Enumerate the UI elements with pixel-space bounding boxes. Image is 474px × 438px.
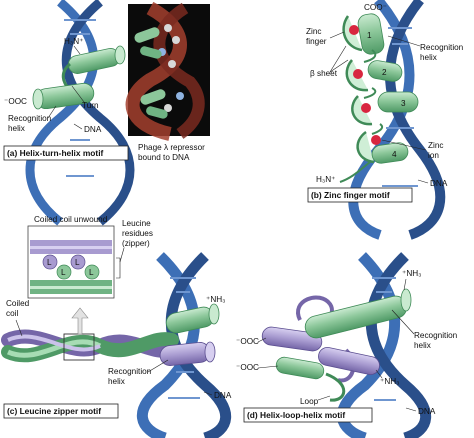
leucine-l-3: L: [61, 268, 66, 277]
zinc-ion-label-2: ion: [428, 151, 439, 160]
nh3-bottom-label-d: ⁺NH₃: [380, 377, 399, 386]
alpha-helix-upper-a: [67, 45, 126, 74]
photo-caption-line-2: bound to DNA: [138, 153, 190, 162]
caption-box-b: [307, 187, 413, 203]
leucine-l-4: L: [89, 268, 94, 277]
recognition-helix-label-c-2: helix: [108, 377, 125, 386]
c-terminus-label-d-1: ⁻OOC: [236, 337, 259, 346]
leucine-residues-label-2: residues: [122, 229, 153, 238]
dna-label-c: DNA: [214, 391, 232, 400]
caption-a: (a) Helix-turn-helix motif: [7, 148, 104, 158]
zinc-finger-label-1: Zinc: [306, 27, 321, 36]
zinc-finger-2: 2: [345, 59, 403, 92]
recognition-helix-a: [32, 82, 95, 110]
finger-number-2: 2: [382, 68, 387, 77]
dna-double-helix-a: [25, 0, 135, 226]
panel-a-helix-turn-helix: H₃N⁺ ⁻OOC Recognition helix Turn DNA Pha…: [3, 0, 210, 226]
caption-box-a: [3, 145, 129, 161]
coiled-coil-label-1: Coiled: [6, 299, 30, 308]
leucine-l-1: L: [47, 258, 52, 267]
helix-purple-2-d: [318, 347, 380, 375]
c-terminus-label-d-2: ⁻OOC: [236, 363, 259, 372]
leucine-residues-label-3: (zipper): [122, 239, 150, 248]
beta-sheet-label: β sheet: [310, 69, 338, 78]
caption-b: (b) Zinc finger motif: [311, 190, 390, 200]
n-terminus-label-b: H₃N⁺: [316, 175, 335, 184]
helix-green-2-d: [275, 356, 325, 380]
dna-label-a: DNA: [84, 125, 102, 134]
n-terminus-label-a: H₃N⁺: [64, 37, 83, 46]
dna-double-helix-d: [337, 252, 432, 438]
dna-label-d: DNA: [418, 407, 436, 416]
loop-label-d: Loop: [300, 397, 319, 406]
coiled-coil-unwound-label: Coiled coil unwound: [34, 215, 108, 224]
leucine-residues-label-1: Leucine: [122, 219, 151, 228]
panel-c-leucine-zipper: L L L L Coiled coil unwound Leucine resi…: [1, 215, 232, 438]
finger-number-1: 1: [367, 31, 372, 40]
nh3-top-label-d: ⁺NH₃: [402, 269, 421, 278]
panel-b-zinc-finger: 1 2 3 4 COO⁻ Zinc finger β sheet: [306, 0, 464, 240]
loop-green-d: [325, 372, 346, 402]
recognition-helix-label-b-2: helix: [420, 53, 437, 62]
zinc-finger-1: 1: [342, 13, 385, 55]
coiled-coil-c: [1, 329, 179, 363]
c-terminus-label-a: ⁻OOC: [4, 97, 27, 106]
recognition-helix-label-b-1: Recognition: [420, 43, 464, 52]
recognition-helix-label-a-2: helix: [8, 124, 25, 133]
phage-repressor-photo: [125, 1, 210, 141]
panel-d-helix-loop-helix: ⁺NH₃ ⁻OOC ⁻OOC Recognition helix ⁺NH₃ Lo…: [236, 252, 458, 438]
zinc-finger-label-2: finger: [306, 37, 327, 46]
caption-box-d: [243, 407, 373, 423]
caption-box-c: [3, 403, 119, 419]
leucine-residues: L L L L: [42, 254, 100, 280]
zinc-ion-label-1: Zinc: [428, 141, 443, 150]
recognition-helix-green-c: [165, 303, 220, 334]
zinc-finger-4: 4: [356, 130, 409, 164]
turn-label-a: Turn: [82, 101, 99, 110]
finger-number-4: 4: [392, 150, 397, 159]
recognition-helix-label-a-1: Recognition: [8, 114, 52, 123]
zinc-finger-chain-b: [339, 49, 384, 183]
photo-caption-line-1: Phage λ repressor: [138, 143, 205, 152]
caption-d: (d) Helix-loop-helix motif: [247, 410, 345, 420]
coiled-coil-label-2: coil: [6, 309, 18, 318]
dna-label-b: DNA: [430, 179, 448, 188]
recognition-helix-label-c-1: Recognition: [108, 367, 152, 376]
recognition-helix-green-d: [304, 288, 412, 339]
caption-c: (c) Leucine zipper motif: [7, 406, 101, 416]
recognition-helix-purple-c: [159, 341, 216, 366]
recognition-helix-label-d-2: helix: [414, 341, 431, 350]
coiled-coil-unwound-callout: L L L L: [27, 225, 121, 299]
recognition-helix-label-d-1: Recognition: [414, 331, 458, 340]
leucine-l-2: L: [75, 258, 80, 267]
c-terminus-label-b: COO⁻: [364, 3, 387, 12]
zinc-finger-3: 3: [351, 91, 419, 126]
zoom-arrow-c: [71, 307, 89, 335]
finger-number-3: 3: [401, 99, 406, 108]
nh3-label-c: ⁺NH₃: [206, 295, 225, 304]
dna-double-helix-c: [137, 252, 232, 438]
